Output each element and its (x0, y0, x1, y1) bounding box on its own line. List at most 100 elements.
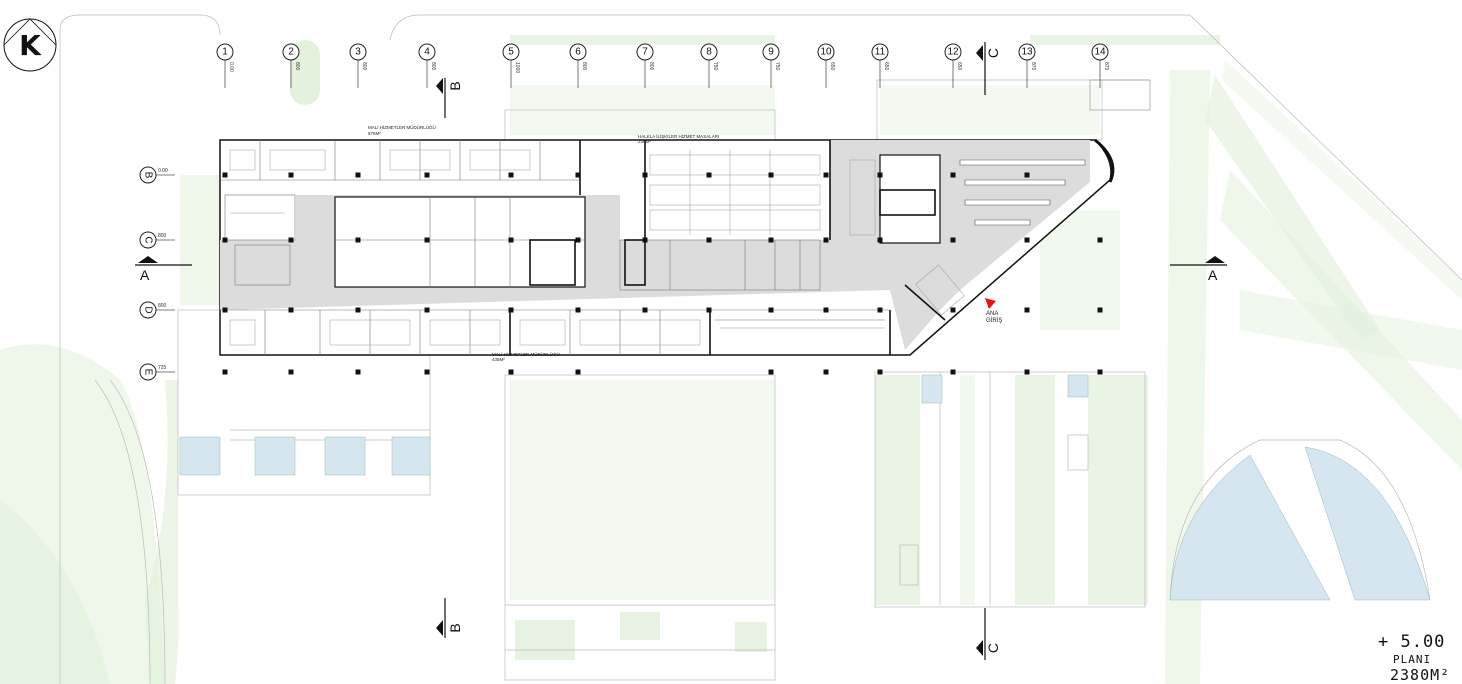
svg-text:8: 8 (706, 47, 712, 58)
north-logo: K (3, 18, 57, 72)
office-furniture (229, 149, 965, 346)
column (1097, 369, 1103, 375)
column (508, 369, 514, 375)
svg-text:D: D (143, 306, 154, 313)
svg-text:E: E (143, 369, 154, 376)
column (877, 237, 883, 243)
svg-text:650: 650 (829, 62, 835, 71)
svg-text:C: C (985, 48, 1001, 58)
svg-text:0.00: 0.00 (228, 62, 234, 72)
svg-text:A: A (1208, 267, 1218, 283)
column (424, 307, 430, 313)
column (706, 237, 712, 243)
svg-text:K: K (19, 29, 42, 62)
column (642, 307, 648, 313)
structural-columns (222, 172, 1103, 375)
column (288, 237, 294, 243)
grid-axis-B: B 0.00 (139, 166, 175, 184)
column (1097, 237, 1103, 243)
column (768, 237, 774, 243)
room-labels: MALİ HİZMETLER MÜDÜRLÜĞÜ 675M² HALKLA İL… (368, 124, 719, 362)
column (288, 369, 294, 375)
column (1024, 307, 1030, 313)
room-label-halkla: HALKLA İLİŞKİLER HİZMET MASALARI (638, 133, 719, 139)
column (222, 172, 228, 178)
svg-text:3: 3 (355, 47, 361, 58)
svg-text:800: 800 (648, 62, 654, 71)
column (1097, 307, 1103, 313)
svg-text:14: 14 (1094, 47, 1106, 58)
svg-text:800: 800 (430, 62, 436, 71)
svg-text:PLANI: PLANI (1393, 653, 1431, 666)
svg-text:0.00: 0.00 (158, 168, 168, 174)
landscape (0, 35, 1462, 684)
column (950, 237, 956, 243)
column (355, 307, 361, 313)
grid-axes-columns: 10.0028003800480051000680078008750975010… (216, 43, 1109, 88)
column (1024, 369, 1030, 375)
svg-text:800: 800 (581, 62, 587, 71)
column (768, 172, 774, 178)
section-marker-c-top: C (976, 42, 1001, 95)
column (355, 237, 361, 243)
svg-text:B: B (143, 172, 154, 179)
column (424, 369, 430, 375)
column (877, 369, 883, 375)
svg-text:2: 2 (288, 47, 294, 58)
svg-text:750: 750 (712, 62, 718, 71)
column (877, 172, 883, 178)
column (823, 237, 829, 243)
column (575, 237, 581, 243)
svg-text:1: 1 (222, 47, 228, 58)
section-marker-b-top: B (436, 78, 463, 118)
svg-text:B: B (447, 81, 463, 90)
column (355, 369, 361, 375)
column (768, 369, 774, 375)
svg-text:GİRİŞ: GİRİŞ (986, 317, 1002, 324)
column (424, 172, 430, 178)
svg-text:11: 11 (875, 47, 886, 58)
svg-text:7: 7 (642, 47, 648, 58)
svg-text:1000: 1000 (514, 62, 520, 73)
column (575, 307, 581, 313)
column (575, 369, 581, 375)
svg-text:2380M²: 2380M² (1390, 666, 1450, 684)
column (288, 172, 294, 178)
section-marker-c-bottom: C (976, 608, 1001, 660)
svg-text:800: 800 (158, 233, 167, 239)
room-area-halkla: 230M² (638, 139, 651, 144)
svg-text:B: B (447, 623, 463, 632)
section-marker-b-bottom: B (436, 598, 463, 638)
column (823, 307, 829, 313)
column (222, 307, 228, 313)
room-label-mali-bottom-2: 435M² (492, 357, 505, 362)
svg-text:10: 10 (820, 47, 832, 58)
section-marker-a-right: A (1170, 256, 1227, 283)
svg-text:C: C (143, 236, 154, 243)
svg-text:6: 6 (575, 47, 581, 58)
svg-text:725: 725 (158, 365, 167, 371)
column (706, 172, 712, 178)
column (950, 369, 956, 375)
column (823, 369, 829, 375)
svg-text:4: 4 (424, 47, 430, 58)
column (950, 307, 956, 313)
main-entrance-marker: ANA GİRİŞ (985, 298, 1002, 324)
svg-text:870: 870 (1103, 62, 1109, 71)
svg-text:13: 13 (1021, 47, 1033, 58)
column (222, 369, 228, 375)
svg-text:A: A (140, 267, 150, 283)
